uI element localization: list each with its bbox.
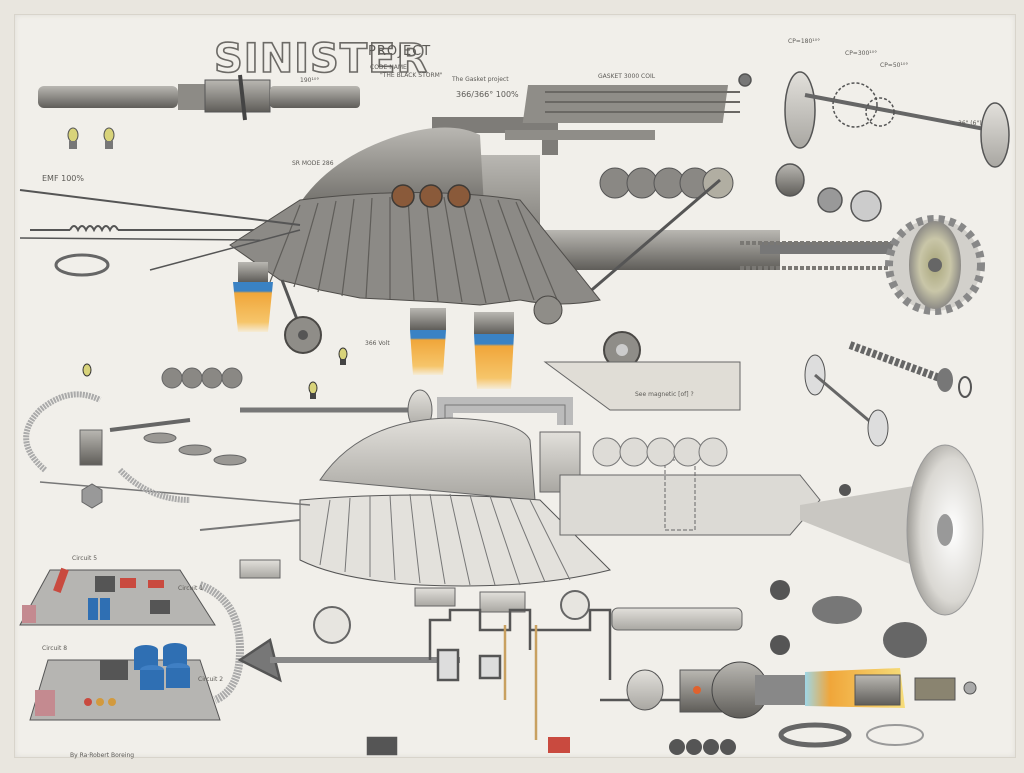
circuit-label-1: Circuit 5 — [72, 555, 98, 562]
volt-label: 366 Volt — [365, 340, 390, 347]
cable-hose — [198, 581, 245, 704]
gasket-note: The Gasket project — [452, 76, 509, 83]
circuit-label-4: Circuit 2 — [198, 676, 224, 683]
axle-assembly — [738, 71, 1010, 222]
sr-model-label: SR MODE 286 — [292, 160, 334, 167]
dimension-label: 190¹⁰° — [300, 77, 320, 84]
handle-bar — [611, 607, 743, 631]
circuit-label-2: Circuit 8 — [42, 645, 68, 652]
cp-label-2: CP=300¹⁰° — [845, 50, 878, 57]
upper-ship — [19, 85, 910, 389]
emf-label: EMF 100% — [42, 174, 84, 183]
misc-parts — [669, 484, 927, 755]
cp-label-3: CP=50¹⁰° — [880, 62, 909, 69]
gasket-coil-label: GASKET 3000 COIL — [598, 73, 656, 80]
ring — [54, 253, 110, 277]
plate-box — [543, 361, 741, 411]
worm-screw — [804, 341, 972, 447]
wheel-dimension: 36" (6") — [958, 120, 982, 127]
circuit-board-top — [19, 567, 216, 626]
rocket-engine — [626, 661, 977, 719]
left-mechanisms — [23, 367, 247, 509]
bulbs — [67, 127, 348, 399]
signature: By Ra·Robert Boreing — [70, 752, 135, 759]
coil-spring — [30, 225, 260, 233]
ratio-label: 366/366° 100% — [456, 90, 519, 99]
bottom-plumbing — [237, 608, 800, 756]
lower-ship — [39, 389, 984, 644]
box-note: See magnetic [of] ? — [635, 391, 694, 398]
circuit-label-3: Circuit 1 — [178, 585, 204, 592]
project-label: PROJECT — [368, 44, 432, 59]
code-name: "THE BLACK STORM" — [380, 72, 443, 79]
cp-label-1: CP=180¹⁰° — [788, 38, 821, 45]
circuit-board-bottom — [29, 643, 221, 721]
top-barrel — [38, 74, 360, 121]
project-title: SINISTER — [213, 35, 429, 83]
code-name-label: CODE NAME — [370, 64, 407, 71]
saw-blade — [885, 215, 985, 315]
